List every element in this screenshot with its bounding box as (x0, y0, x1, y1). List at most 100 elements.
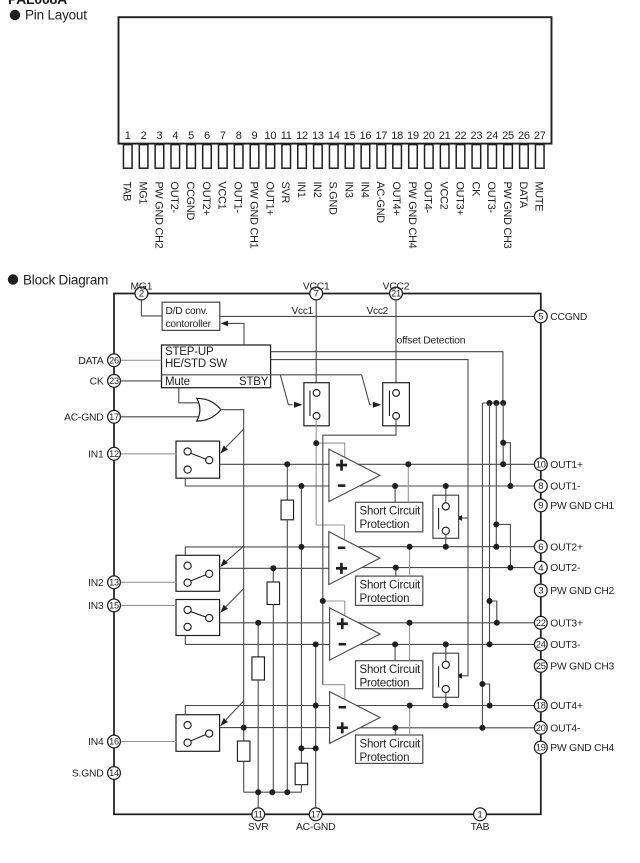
svg-text:4: 4 (172, 130, 178, 142)
svg-text:MG1: MG1 (131, 281, 153, 292)
svg-text:IN2: IN2 (311, 182, 323, 198)
svg-text:8: 8 (538, 481, 543, 492)
svg-text:CK: CK (469, 182, 481, 198)
svg-text:12: 12 (296, 130, 308, 142)
svg-text:24: 24 (486, 130, 498, 142)
svg-text:21: 21 (391, 289, 401, 299)
svg-text:S.GND: S.GND (72, 769, 104, 780)
svg-text:S.GND: S.GND (327, 182, 339, 216)
svg-text:TAB: TAB (471, 822, 490, 833)
svg-text:Vcc1: Vcc1 (292, 306, 314, 317)
svg-text:OUT2-: OUT2- (168, 182, 180, 214)
svg-text:17: 17 (311, 810, 321, 820)
svg-text:PW GND CH3: PW GND CH3 (501, 182, 513, 249)
svg-text:Short Circuit: Short Circuit (360, 506, 422, 518)
svg-text:IN2: IN2 (88, 578, 104, 589)
svg-text:contoroller: contoroller (166, 319, 212, 330)
svg-text:SVR: SVR (279, 182, 291, 204)
svg-text:IN4: IN4 (358, 182, 370, 198)
svg-text:D/D conv.: D/D conv. (166, 306, 208, 317)
svg-text:VCC1: VCC1 (216, 182, 228, 210)
svg-text:9: 9 (252, 130, 258, 142)
svg-text:IN3: IN3 (342, 182, 354, 198)
svg-text:Short Circuit: Short Circuit (360, 580, 422, 592)
svg-text:26: 26 (109, 356, 119, 366)
svg-text:VCC1: VCC1 (303, 281, 330, 292)
svg-text:MG1: MG1 (137, 182, 149, 205)
svg-text:OUT1-: OUT1- (232, 182, 244, 214)
svg-text:Block Diagram: Block Diagram (23, 273, 108, 288)
svg-text:13: 13 (109, 578, 119, 588)
svg-text:15: 15 (109, 601, 119, 611)
svg-text:24: 24 (536, 640, 546, 650)
svg-text:11: 11 (254, 810, 263, 820)
svg-text:MUTE: MUTE (533, 182, 545, 212)
svg-text:OUT1+: OUT1+ (550, 460, 583, 471)
svg-text:21: 21 (439, 130, 451, 142)
svg-text:20: 20 (536, 723, 546, 733)
svg-text:17: 17 (109, 412, 119, 422)
svg-text:SVR: SVR (248, 822, 269, 833)
svg-text:OUT3+: OUT3+ (453, 182, 465, 216)
svg-text:Protection: Protection (360, 593, 410, 605)
svg-text:3: 3 (538, 586, 543, 597)
svg-text:OUT3+: OUT3+ (550, 618, 583, 629)
svg-text:OUT2+: OUT2+ (550, 542, 583, 553)
svg-text:2: 2 (139, 289, 144, 300)
svg-text:IN1: IN1 (295, 182, 307, 198)
svg-text:AC-GND: AC-GND (374, 182, 386, 224)
svg-text:PW GND CH3: PW GND CH3 (550, 662, 614, 673)
svg-text:Pin Layout: Pin Layout (25, 8, 87, 23)
svg-text:Short Circuit: Short Circuit (360, 738, 422, 750)
svg-text:25: 25 (536, 661, 546, 671)
svg-text:9: 9 (538, 501, 543, 512)
svg-text:OUT3-: OUT3- (485, 182, 497, 214)
svg-text:DATA: DATA (78, 356, 103, 367)
svg-text:STEP-UP: STEP-UP (165, 346, 214, 358)
svg-text:Short Circuit: Short Circuit (360, 664, 422, 676)
svg-text:Protection: Protection (360, 752, 410, 764)
svg-text:23: 23 (109, 376, 119, 386)
svg-text:6: 6 (204, 130, 210, 142)
svg-text:DATA: DATA (517, 182, 529, 209)
svg-text:CCGND: CCGND (550, 312, 587, 323)
svg-text:PW GND CH1: PW GND CH1 (247, 182, 259, 249)
svg-text:AC-GND: AC-GND (296, 822, 335, 833)
svg-text:OUT4-: OUT4- (550, 723, 580, 734)
svg-text:5: 5 (188, 130, 194, 142)
svg-text:PW GND CH4: PW GND CH4 (406, 182, 418, 249)
svg-text:OUT1+: OUT1+ (263, 182, 275, 216)
svg-text:CK: CK (90, 377, 104, 388)
svg-text:PW GND CH1: PW GND CH1 (550, 501, 614, 512)
svg-text:offset Detection: offset Detection (397, 335, 466, 346)
svg-text:2: 2 (141, 130, 147, 142)
svg-text:IN1: IN1 (88, 449, 104, 460)
svg-text:22: 22 (455, 130, 467, 142)
svg-text:VCC2: VCC2 (438, 182, 450, 210)
svg-text:17: 17 (375, 130, 387, 142)
svg-text:3: 3 (156, 130, 162, 142)
svg-text:23: 23 (470, 130, 482, 142)
svg-text:20: 20 (423, 130, 435, 142)
svg-text:PAL008A: PAL008A (8, 0, 67, 7)
svg-text:11: 11 (281, 130, 292, 142)
svg-text:OUT4+: OUT4+ (550, 701, 583, 712)
svg-text:7: 7 (220, 130, 226, 142)
svg-text:1: 1 (125, 130, 131, 142)
svg-text:Protection: Protection (360, 519, 410, 531)
svg-text:IN4: IN4 (88, 737, 104, 748)
svg-text:1: 1 (477, 810, 482, 821)
svg-text:12: 12 (109, 449, 119, 459)
svg-text:19: 19 (536, 743, 546, 753)
svg-text:STBY: STBY (239, 376, 269, 388)
svg-text:26: 26 (518, 130, 530, 142)
svg-text:Mute: Mute (165, 376, 190, 388)
svg-text:PW GND CH2: PW GND CH2 (152, 182, 164, 249)
svg-text:IN3: IN3 (88, 601, 104, 612)
svg-text:14: 14 (109, 768, 119, 778)
svg-text:8: 8 (236, 130, 242, 142)
svg-text:TAB: TAB (121, 182, 133, 202)
svg-text:HE/STD SW: HE/STD SW (165, 358, 227, 370)
svg-text:10: 10 (536, 460, 546, 470)
svg-text:OUT4+: OUT4+ (390, 182, 402, 216)
